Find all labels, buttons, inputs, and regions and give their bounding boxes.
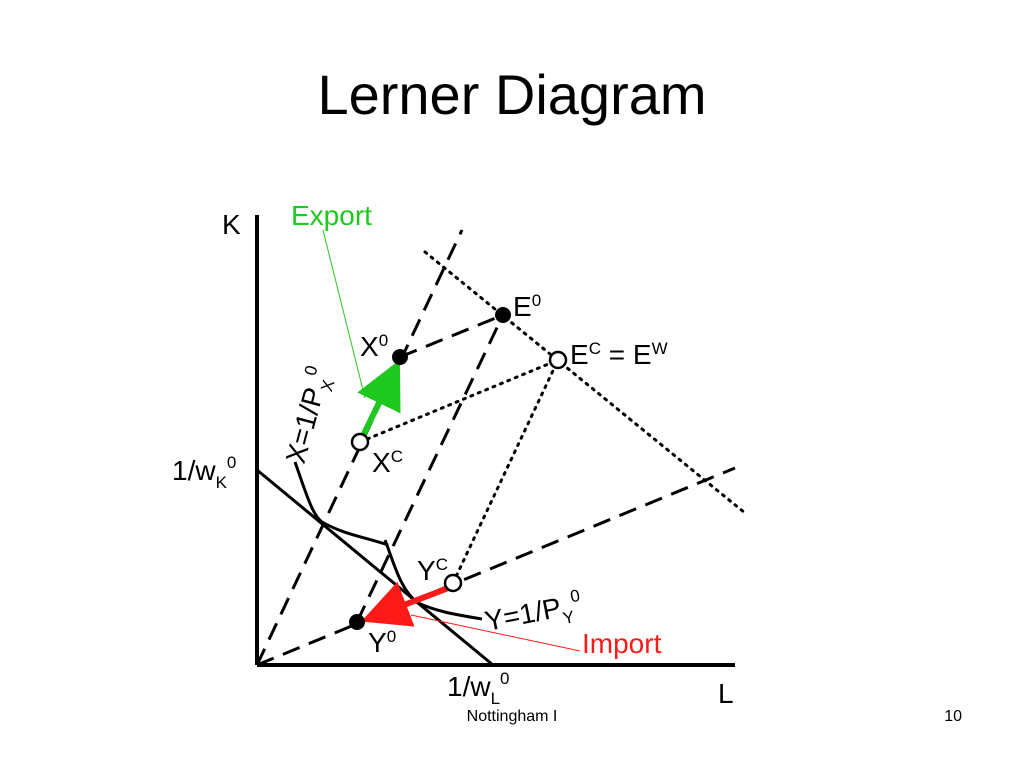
k-axis-label: K bbox=[222, 209, 241, 240]
point-e0 bbox=[495, 307, 511, 323]
isocost-line bbox=[256, 468, 494, 667]
y-isoquant-label: Y=1/PY0 bbox=[482, 586, 586, 643]
point-y0 bbox=[349, 614, 365, 630]
xc-ec-dotted bbox=[358, 358, 560, 444]
x0-label: X0 bbox=[360, 331, 388, 362]
e0-label: E0 bbox=[513, 291, 541, 322]
y-isoquant bbox=[383, 539, 483, 621]
export-arrow bbox=[357, 359, 401, 442]
point-yc bbox=[443, 573, 463, 593]
world-price-dotted bbox=[423, 250, 747, 515]
x-isoquant bbox=[293, 461, 389, 547]
point-x0 bbox=[392, 349, 408, 365]
xc-label: XC bbox=[372, 447, 403, 478]
point-xc bbox=[350, 432, 370, 452]
y0-e0-dashed bbox=[355, 314, 505, 623]
k-intercept-label: 1/wK0 bbox=[172, 453, 236, 492]
page-number: 10 bbox=[944, 708, 962, 725]
yc-ec-dotted bbox=[451, 358, 560, 585]
import-label: Import bbox=[582, 628, 662, 659]
x-isoquant-label: X=1/PX0 bbox=[278, 363, 341, 468]
l-axis-label: L bbox=[718, 678, 734, 709]
import-arrow bbox=[361, 581, 453, 627]
point-ec bbox=[548, 350, 568, 370]
y-ray-dashed bbox=[256, 466, 736, 667]
l-intercept-label: 1/wL0 bbox=[447, 669, 510, 708]
import-pointer bbox=[410, 614, 581, 652]
footer-text: Nottingham I bbox=[466, 708, 558, 725]
slide-title: Lerner Diagram bbox=[317, 63, 707, 126]
yc-label: YC bbox=[417, 555, 448, 586]
export-pointer bbox=[322, 229, 366, 399]
export-label: Export bbox=[291, 200, 372, 231]
x0-e0-dashed bbox=[399, 313, 504, 359]
y0-label: Y0 bbox=[368, 627, 396, 658]
ec-ew-label: EC = EW bbox=[570, 339, 668, 370]
